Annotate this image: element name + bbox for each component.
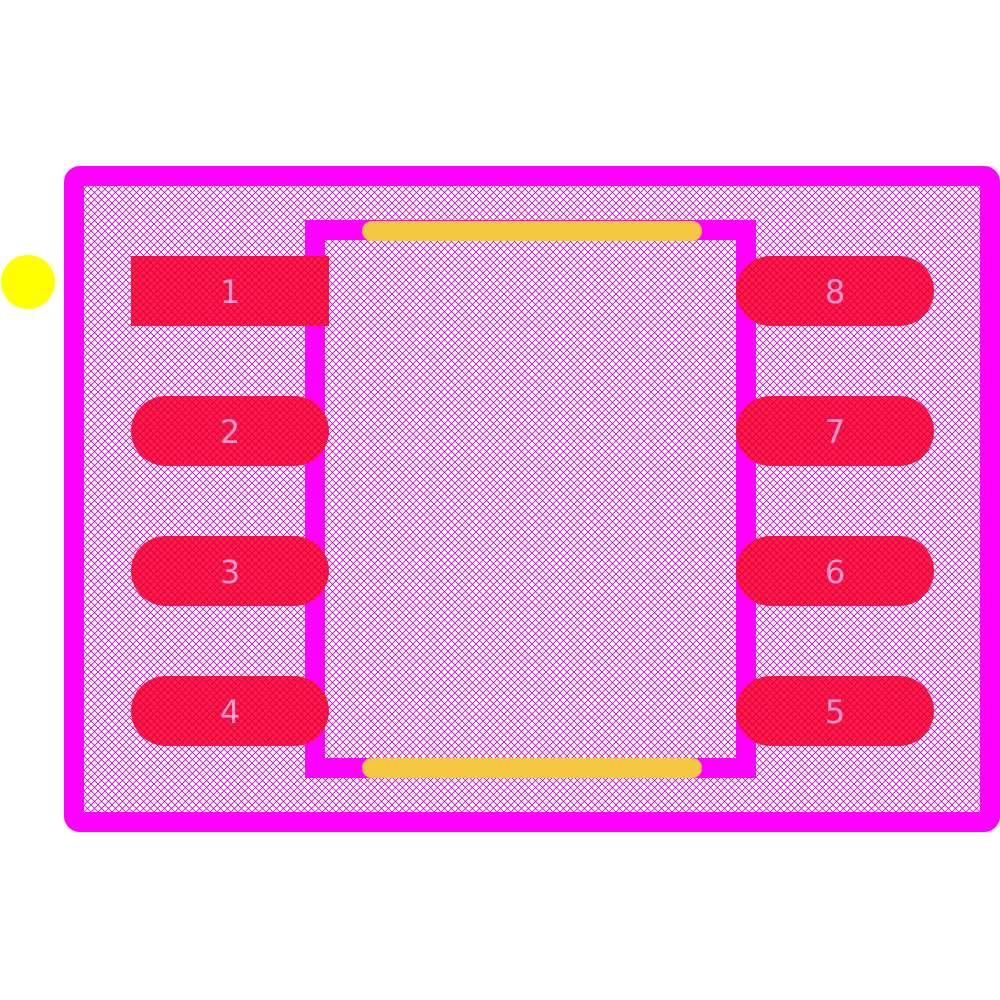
pad-7-hatch xyxy=(736,396,934,466)
pad-6: 6 xyxy=(736,536,934,606)
pad-8: 8 xyxy=(736,256,934,326)
pad-8-hatch xyxy=(736,256,934,326)
pad-4: 4 xyxy=(131,676,329,746)
pad-5-label: 5 xyxy=(825,693,845,731)
pad-3: 3 xyxy=(131,536,329,606)
pad-3-label: 3 xyxy=(220,553,240,591)
pad-2: 2 xyxy=(131,396,329,466)
pad-4-label: 4 xyxy=(220,693,240,731)
pad-5: 5 xyxy=(736,676,934,746)
pad-5-hatch xyxy=(736,676,934,746)
pad-1-label: 1 xyxy=(220,273,240,311)
pad-1: 1 xyxy=(131,256,329,326)
pad-2-label: 2 xyxy=(220,413,240,451)
pad-6-hatch xyxy=(736,536,934,606)
pad-1-hatch xyxy=(131,256,329,326)
courtyard-outline xyxy=(64,166,1000,832)
pad-8-label: 8 xyxy=(825,273,845,311)
pads-layer: 1 2 3 4 5 6 7 8 xyxy=(131,256,934,746)
pin1-marker xyxy=(1,255,55,309)
pad-3-hatch xyxy=(131,536,329,606)
pad-4-hatch xyxy=(131,676,329,746)
pad-7-label: 7 xyxy=(825,413,845,451)
pad-6-label: 6 xyxy=(825,553,845,591)
pad-2-hatch xyxy=(131,396,329,466)
pad-7: 7 xyxy=(736,396,934,466)
